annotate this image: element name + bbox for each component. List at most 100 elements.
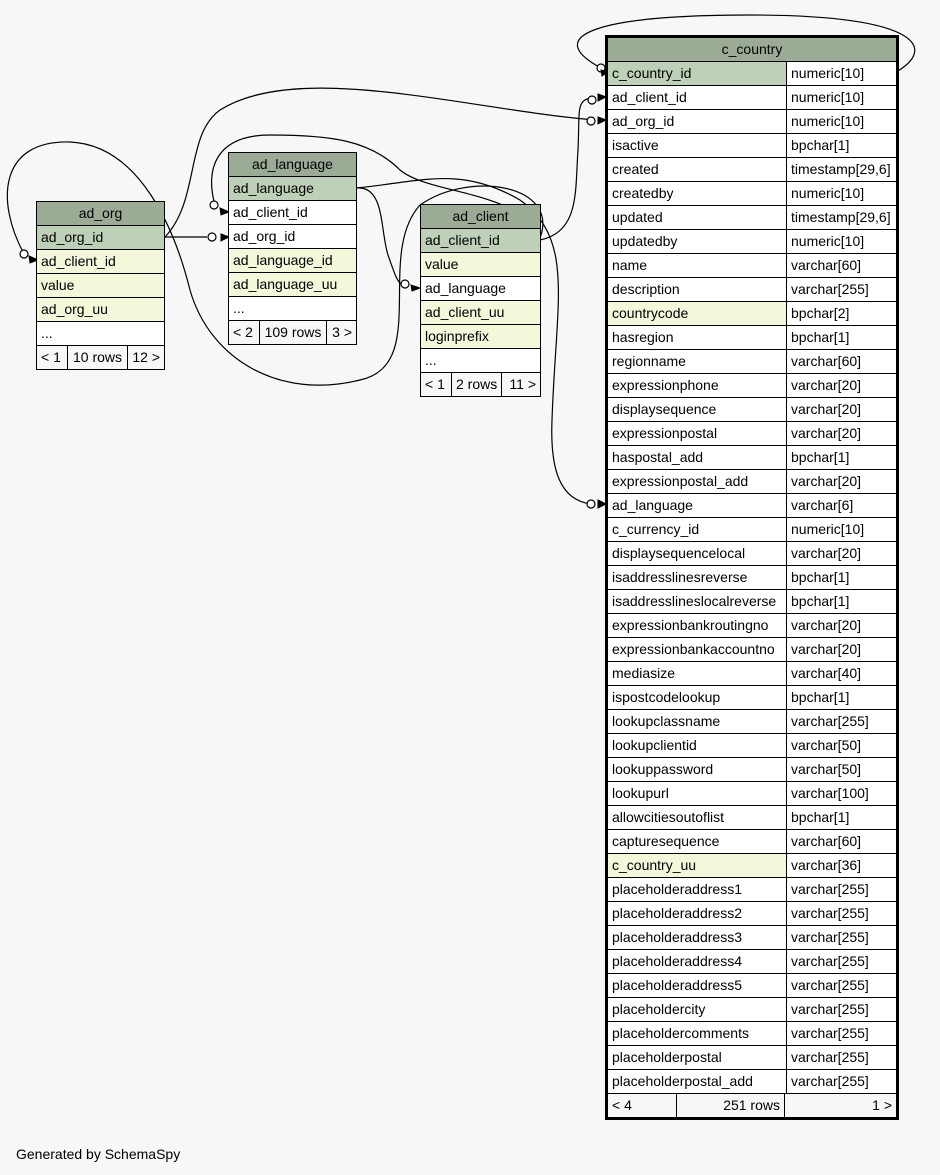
children-count[interactable]: 11 > xyxy=(501,373,540,396)
column-name[interactable]: lookupclientid xyxy=(612,737,697,753)
table-row[interactable]: value xyxy=(421,253,540,277)
column-name[interactable]: expressionbankroutingno xyxy=(612,617,769,633)
column-name[interactable]: description xyxy=(612,281,680,297)
table-title[interactable]: ad_client xyxy=(421,205,540,229)
column-name[interactable]: placeholderaddress4 xyxy=(612,953,742,969)
column-name[interactable]: ad_client_uu xyxy=(421,301,540,324)
column-name[interactable]: ... xyxy=(425,352,437,368)
column-name[interactable]: placeholderpostal xyxy=(612,1049,722,1065)
table-row[interactable]: ad_org_id xyxy=(37,226,164,250)
parents-count[interactable]: < 1 xyxy=(41,349,61,365)
table-row[interactable]: ad_org_id xyxy=(229,225,356,249)
table-row[interactable]: ad_org_uu xyxy=(37,298,164,322)
table-title[interactable]: ad_language xyxy=(229,153,356,177)
column-name[interactable]: loginprefix xyxy=(421,325,540,348)
column-name[interactable]: expressionpostal_add xyxy=(612,473,749,489)
column-name[interactable]: lookupclassname xyxy=(612,713,721,729)
table-row[interactable]: ad_client_uu xyxy=(421,301,540,325)
table-row[interactable]: ... xyxy=(421,349,540,373)
table-row[interactable]: ... xyxy=(229,297,356,321)
table-row[interactable]: ... xyxy=(37,322,164,346)
column-name[interactable]: ad_org_id xyxy=(37,226,164,249)
column-name[interactable]: updatedby xyxy=(612,233,678,249)
column-name[interactable]: ad_client_id xyxy=(612,89,687,105)
column-name[interactable]: placeholdercomments xyxy=(612,1025,749,1041)
column-name[interactable]: placeholderaddress3 xyxy=(612,929,742,945)
column-name[interactable]: countrycode xyxy=(608,302,786,325)
table-row[interactable]: loginprefix xyxy=(421,325,540,349)
column-name[interactable]: c_currency_id xyxy=(612,521,700,537)
column-name[interactable]: createdby xyxy=(612,185,674,201)
column-name[interactable]: regionname xyxy=(612,353,686,369)
column-name[interactable]: isactive xyxy=(612,137,659,153)
column-name[interactable]: placeholdercity xyxy=(612,1001,706,1017)
column-name[interactable]: expressionphone xyxy=(612,377,719,393)
column-name[interactable]: ... xyxy=(233,300,245,316)
parents-count[interactable]: < 1 xyxy=(425,376,445,392)
children-count[interactable]: 1 > xyxy=(784,1094,896,1117)
column-name[interactable]: isaddresslineslocalreverse xyxy=(612,593,777,609)
column-name[interactable]: value xyxy=(421,253,540,276)
column-name[interactable]: placeholderpostal_add xyxy=(612,1073,753,1089)
column-name[interactable]: ispostcodelookup xyxy=(612,689,721,705)
column-name[interactable]: ad_language xyxy=(229,177,356,200)
table-title[interactable]: c_country xyxy=(608,38,896,62)
column-name[interactable]: lookupurl xyxy=(612,785,669,801)
column-name[interactable]: name xyxy=(612,257,648,273)
parents-count[interactable]: < 2 xyxy=(233,324,253,340)
column-name[interactable]: ad_language xyxy=(612,497,693,513)
column-name[interactable]: placeholderaddress5 xyxy=(612,977,742,993)
table-row[interactable]: ad_language_uu xyxy=(229,273,356,297)
column-name[interactable]: displaysequence xyxy=(612,401,717,417)
column-name[interactable]: updated xyxy=(612,209,663,225)
column-name[interactable]: allowcitiesoutoflist xyxy=(612,809,725,825)
column-name[interactable]: c_country_uu xyxy=(608,854,786,877)
column-name[interactable]: ad_org_id xyxy=(233,228,296,244)
children-count[interactable]: 3 > xyxy=(326,321,356,344)
column-name[interactable]: hasregion xyxy=(612,329,674,345)
column-name[interactable]: mediasize xyxy=(612,665,676,681)
column-name[interactable]: isaddresslinesreverse xyxy=(612,569,748,585)
column-name[interactable]: ad_language xyxy=(425,280,506,296)
column-name[interactable]: ad_client_id xyxy=(37,250,164,273)
column-name[interactable]: placeholderaddress1 xyxy=(612,881,742,897)
column-name[interactable]: expressionbankaccountno xyxy=(612,641,775,657)
parents-count[interactable]: < 4 xyxy=(612,1097,632,1113)
column-name[interactable]: placeholderaddress2 xyxy=(612,905,742,921)
column-name[interactable]: created xyxy=(612,161,659,177)
